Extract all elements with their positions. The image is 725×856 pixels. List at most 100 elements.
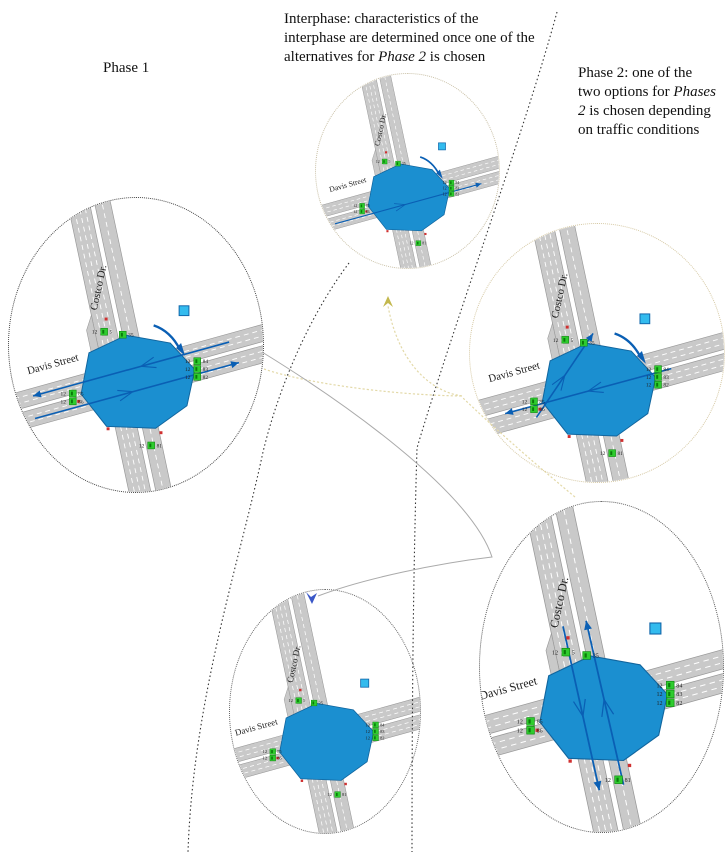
stop-marker (299, 688, 302, 692)
svg-text:84: 84 (663, 367, 669, 373)
svg-text:12: 12 (517, 728, 523, 734)
svg-text:5: 5 (572, 650, 575, 656)
svg-text:12: 12 (646, 367, 652, 373)
selection-square-icon (649, 622, 662, 635)
svg-text:84: 84 (203, 359, 209, 365)
davis-street-label: Davis Street (328, 175, 368, 194)
stop-marker (384, 151, 388, 154)
svg-text:85: 85 (366, 204, 370, 208)
svg-text:12: 12 (61, 391, 67, 397)
svg-text:12: 12 (353, 204, 357, 208)
tan-connector-to-interphase (387, 305, 463, 397)
svg-text:12: 12 (443, 181, 447, 185)
svg-text:12: 12 (185, 367, 191, 373)
davis-street-label: Davis Street (487, 360, 541, 386)
svg-text:86: 86 (539, 407, 545, 413)
svg-text:83: 83 (455, 187, 459, 191)
stop-marker (104, 317, 108, 321)
signal-head: 12 83 (657, 689, 682, 698)
stop-marker (159, 431, 163, 435)
signal-head: 12 84 (185, 357, 209, 365)
tan-connector-phase1 (263, 368, 463, 397)
movement-arrow (584, 620, 625, 785)
svg-text:81: 81 (157, 443, 163, 449)
svg-text:12: 12 (353, 210, 357, 214)
svg-text:12: 12 (185, 359, 191, 365)
svg-text:85: 85 (78, 391, 84, 397)
signal-head: 12 81 (410, 240, 426, 246)
svg-text:85: 85 (277, 749, 282, 754)
svg-text:12: 12 (657, 692, 663, 698)
svg-text:82: 82 (380, 735, 384, 740)
stop-marker (565, 325, 569, 329)
signal-head: 12 82 (185, 373, 209, 381)
svg-text:85: 85 (537, 720, 543, 726)
signal-head: 12 84 (646, 365, 669, 373)
svg-text:82: 82 (676, 701, 682, 707)
svg-text:12: 12 (410, 242, 414, 246)
svg-text:12: 12 (600, 451, 606, 457)
svg-text:84: 84 (455, 181, 459, 185)
gray-connector (261, 351, 493, 597)
stop-marker (620, 438, 624, 442)
interphase-note-line2: interphase are determined once one of th… (284, 30, 535, 46)
signal-head: 12 86 (263, 754, 282, 762)
phase-2-note-line2-pre: two options for (578, 84, 674, 100)
svg-text:12: 12 (139, 443, 145, 449)
interphase-note-line3-post: is chosen (426, 49, 486, 65)
svg-text:12: 12 (552, 650, 558, 656)
signal-head: 12 85 (353, 203, 370, 209)
svg-text:5: 5 (110, 330, 113, 336)
stop-marker (627, 763, 632, 768)
interphase-note: Interphase: characteristics of the inter… (284, 10, 552, 67)
svg-text:83: 83 (663, 375, 669, 381)
svg-text:84: 84 (676, 683, 682, 689)
signal-head: 12 84 (443, 179, 459, 186)
phase-2-note-line1: Phase 2: one of the (578, 65, 693, 81)
stop-marker (567, 435, 571, 438)
svg-text:86: 86 (537, 728, 543, 734)
svg-text:83: 83 (676, 692, 682, 698)
svg-text:35: 35 (593, 654, 599, 660)
stop-marker (568, 759, 572, 763)
svg-text:86: 86 (366, 210, 370, 214)
svg-text:12: 12 (646, 375, 652, 381)
svg-text:12: 12 (522, 399, 528, 405)
svg-text:12: 12 (517, 720, 523, 726)
signal-head: 12 86 (517, 726, 543, 734)
svg-text:12: 12 (263, 756, 267, 761)
signal-head: 12 5 (552, 647, 575, 656)
svg-text:83: 83 (203, 367, 209, 373)
stop-marker (77, 399, 81, 403)
svg-text:82: 82 (203, 375, 209, 381)
svg-text:81: 81 (422, 242, 426, 246)
svg-text:81: 81 (618, 451, 624, 457)
phase-1-label: Phase 1 (103, 60, 150, 76)
signal-head: 12 5 (92, 328, 113, 336)
svg-text:82: 82 (455, 192, 459, 196)
signal-head: 12 83 (185, 365, 209, 373)
svg-text:12: 12 (185, 375, 191, 381)
svg-text:81: 81 (342, 792, 346, 797)
phase-2-note-line2-italic: Phases (673, 84, 716, 100)
tan-up-arrowhead (383, 296, 393, 307)
stop-marker (344, 782, 347, 786)
svg-text:86: 86 (277, 756, 282, 761)
svg-text:12: 12 (289, 698, 293, 703)
svg-text:12: 12 (92, 330, 98, 336)
